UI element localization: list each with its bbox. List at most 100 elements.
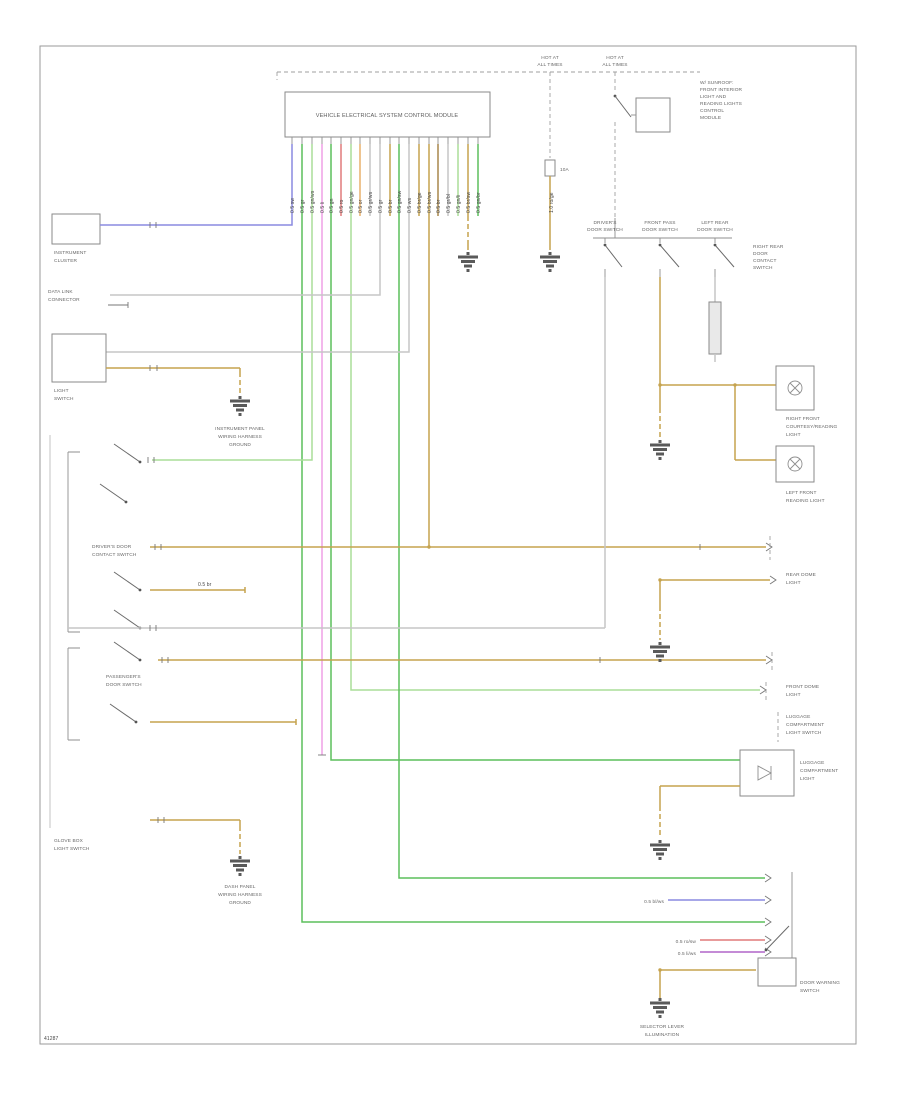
door-wire-gauge-label: 0.5 br bbox=[198, 582, 212, 588]
control-module-box bbox=[284, 91, 491, 138]
ground-symbol bbox=[650, 840, 670, 860]
lamp2-label-line1: LEFT FRONT bbox=[786, 490, 817, 496]
lower-door-stub-wire bbox=[150, 719, 297, 725]
light-switch-label-line1: LIGHT bbox=[54, 388, 69, 394]
connector-ticks bbox=[149, 222, 157, 228]
gauge-label: 0.5 li bbox=[320, 202, 326, 213]
wire-green-diode-box bbox=[330, 144, 740, 761]
ground1-label-line3: GROUND bbox=[229, 442, 251, 448]
ground-symbol bbox=[650, 998, 670, 1018]
contact-dot bbox=[764, 948, 768, 952]
lamp1-label-line2: COURTESY/READING bbox=[786, 424, 838, 430]
wire-arrow bbox=[769, 575, 777, 585]
pass-door-label-line2: DOOR SWITCH bbox=[106, 682, 142, 688]
luggage-switch-label-line1: LUGGAGE bbox=[786, 714, 810, 720]
warn-switch-box bbox=[757, 957, 797, 987]
bottom-right-cluster: 0.5 bl/ws 0.5 ro/sw 0.5 li/ws DOOR WARNI… bbox=[640, 872, 840, 1038]
top-power-rail: HOT AT ALL TIMES HOT AT ALL TIMES 10A 1.… bbox=[276, 55, 743, 250]
switch-blade bbox=[614, 95, 632, 118]
fuse-wire-gauge-label: 1.0 ro/ge bbox=[549, 192, 555, 213]
door-switch2-label-line1: FRONT PASS bbox=[644, 220, 675, 226]
instrument-cluster-label-line2: CLUSTER bbox=[54, 258, 78, 264]
contact-dot bbox=[134, 720, 138, 724]
ground-symbol bbox=[230, 856, 250, 876]
lamp2-label-line2: READING LIGHT bbox=[786, 498, 825, 504]
fuse-rating-label: 10A bbox=[560, 167, 570, 173]
gauge-label: 0.5 br bbox=[388, 199, 394, 213]
door-contact-blades bbox=[604, 244, 735, 268]
gauge-label: 0.5 sw bbox=[290, 198, 296, 213]
red-wire-code: 0.5 ro/sw bbox=[676, 939, 697, 945]
note-line: W/ SUNROOF: bbox=[700, 80, 734, 86]
gauge-label: 0.5 br bbox=[436, 199, 442, 213]
gauge-label: 0.5 gn/li bbox=[456, 195, 462, 213]
contact-dot bbox=[603, 243, 607, 247]
connector-ticks bbox=[157, 817, 165, 823]
gauge-label: 0.5 gn/br bbox=[476, 192, 482, 213]
connector-ticks bbox=[161, 657, 601, 663]
gauge-label: 0.5 gr bbox=[378, 199, 384, 213]
relay-box bbox=[635, 97, 671, 133]
lamp1-bulb-cross bbox=[789, 382, 801, 394]
fuse-symbol bbox=[544, 159, 556, 177]
control-module-label: VEHICLE ELECTRICAL SYSTEM CONTROL MODULE bbox=[316, 113, 459, 119]
contact-dot bbox=[124, 500, 128, 504]
gauge-label: 0.5 gn/ge bbox=[349, 191, 355, 213]
selector-label-line2: ILLUMINATION bbox=[645, 1032, 680, 1038]
module-pin-ticks bbox=[291, 137, 479, 144]
note-line: DOOR bbox=[753, 251, 768, 257]
ground2-label-line1: DASH PANEL bbox=[224, 884, 255, 890]
connector-ticks bbox=[154, 544, 701, 550]
lamp2-bulb-icon bbox=[787, 456, 803, 472]
door-switch1-label-line1: DRIVER'S bbox=[593, 220, 616, 226]
gauge-label: 0.5 or bbox=[358, 199, 364, 213]
note-line: FRONT INTERIOR bbox=[700, 87, 743, 93]
lamp1-label-line3: LIGHT bbox=[786, 432, 801, 438]
hot-label-right-line2: ALL TIMES bbox=[602, 62, 627, 68]
ground-symbol bbox=[540, 252, 560, 272]
driver-door-label-line2: CONTACT SWITCH bbox=[92, 552, 137, 558]
ground-symbol bbox=[230, 396, 250, 416]
note-line: LIGHT AND bbox=[700, 94, 727, 100]
wire-green-bottom-row1 bbox=[398, 144, 765, 879]
gauge-label: 0.5 br/sw bbox=[466, 192, 472, 213]
connector-ticks bbox=[147, 457, 155, 463]
blue-wire-code: 0.5 bl/ws bbox=[644, 899, 664, 905]
gauge-label: 0.5 gr bbox=[300, 199, 306, 213]
ground-symbol bbox=[650, 642, 670, 662]
ground-symbol bbox=[650, 440, 670, 460]
diagram-id: 41287 bbox=[44, 1036, 59, 1042]
luggage-switch-label-line2: COMPARTMENT bbox=[786, 722, 824, 728]
door-switch-cluster-lower: PASSENGER'S DOOR SWITCH bbox=[67, 641, 766, 741]
rear-dome-label-line2: LIGHT bbox=[786, 580, 801, 586]
front-dome-label-line1: FRONT DOME bbox=[786, 684, 819, 690]
hot-label-right-line1: HOT AT bbox=[606, 55, 623, 61]
note-line: CONTROL bbox=[700, 108, 724, 114]
note-line: MODULE bbox=[700, 115, 721, 121]
hot-label-left-line1: HOT AT bbox=[541, 55, 558, 61]
resistor-box bbox=[708, 301, 722, 355]
lamp1-box bbox=[775, 365, 815, 411]
diagram-border bbox=[39, 45, 857, 1045]
luggage-light-label-line2: COMPARTMENT bbox=[800, 768, 838, 774]
door-switch2-label-line2: DOOR SWITCH bbox=[642, 227, 678, 233]
note-block-right-rear: RIGHT REAR DOOR CONTACT SWITCH bbox=[753, 244, 784, 271]
lamp2-bulb-cross bbox=[789, 458, 801, 470]
gauge-label: 0.5 gr/bl bbox=[446, 194, 452, 213]
contact-dot bbox=[138, 588, 142, 592]
left-components: INSTRUMENT CLUSTER DATA LINK CONNECTOR L… bbox=[48, 213, 265, 906]
wire-bundle bbox=[106, 144, 765, 923]
gauge-label: 0.5 br/ws bbox=[427, 191, 433, 213]
instrument-cluster-label-line1: INSTRUMENT bbox=[54, 250, 86, 256]
wire-gray-light-switch bbox=[106, 144, 410, 353]
instrument-cluster-box bbox=[51, 213, 101, 245]
diode-box bbox=[739, 749, 795, 797]
light-switch-label-line2: SWITCH bbox=[54, 396, 74, 402]
wire-arrow bbox=[765, 542, 773, 552]
rear-dome-label-line1: REAR DOME bbox=[786, 572, 816, 578]
pass-door-label-line1: PASSENGER'S bbox=[106, 674, 141, 680]
note-line: SWITCH bbox=[753, 265, 773, 271]
top-right-switch-row: DRIVER'S DOOR SWITCH FRONT PASS DOOR SWI… bbox=[587, 218, 784, 628]
note-line: CONTACT bbox=[753, 258, 777, 264]
